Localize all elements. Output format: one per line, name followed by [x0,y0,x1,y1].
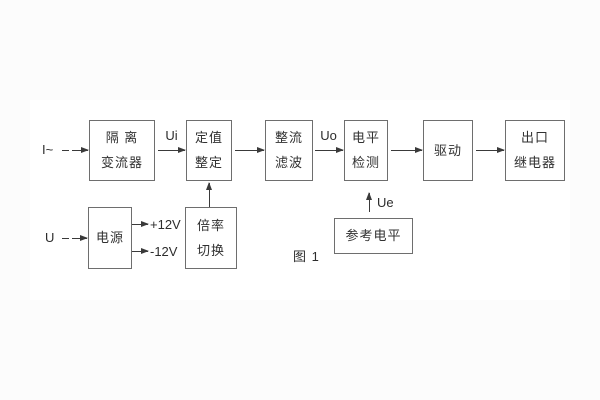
input-voltage-arrow [72,235,88,241]
arrow-ratio-to-setpoint [206,182,212,207]
label-input-voltage: U [45,230,55,245]
arrow-ui [158,147,186,153]
block-drive: 驱动 [423,120,473,181]
block-power-supply: 电源 [88,207,132,269]
block-output-relay-line1: 出口 [520,130,549,145]
arrow-level-to-drive [391,147,423,153]
block-isolation-transformer: 隔 离 变流器 [89,120,155,181]
label-ui: Ui [165,128,178,143]
block-rectifier-filter-line1: 整流 [274,130,303,145]
block-power-supply-line1: 电源 [95,230,124,245]
block-level-detect: 电平 检测 [344,120,388,181]
block-isolation-transformer-line2: 变流器 [100,155,143,170]
arrow-drive-to-output [476,147,505,153]
arrow-plus-12v [132,221,149,227]
block-level-detect-line2: 检测 [351,155,380,170]
block-output-relay: 出口 继电器 [505,120,565,181]
input-current-arrow [72,147,89,153]
block-rectifier-filter: 整流 滤波 [265,120,313,181]
block-ratio-switch: 倍率 切换 [185,207,237,269]
block-ratio-switch-line2: 切换 [196,242,225,258]
input-current-dash [62,150,69,151]
arrow-minus-12v [132,248,149,254]
block-reference-level-line1: 参考电平 [345,228,402,243]
block-level-detect-line1: 电平 [351,130,380,145]
arrow-setpoint-to-rectifier [235,147,265,153]
figure-caption: 图 1 [293,249,320,264]
block-reference-level: 参考电平 [334,218,413,254]
input-voltage-dash [62,238,69,239]
block-setpoint-adjust-line2: 整定 [194,155,223,170]
label-minus-12v: -12V [150,244,178,259]
block-ratio-switch-line1: 倍率 [196,217,225,233]
block-drive-line1: 驱动 [433,142,462,158]
label-plus-12v: +12V [150,217,181,232]
label-input-current: I~ [42,142,54,157]
block-rectifier-filter-line2: 滤波 [274,155,303,170]
block-setpoint-adjust-line1: 定值 [194,130,223,145]
label-ue: Ue [377,195,394,210]
block-isolation-transformer-line1: 隔 离 [105,130,139,145]
block-output-relay-line2: 继电器 [513,155,556,170]
block-setpoint-adjust: 定值 整定 [186,120,232,181]
label-uo: Uo [320,128,337,143]
arrow-uo [315,147,344,153]
arrow-ue [366,192,372,212]
